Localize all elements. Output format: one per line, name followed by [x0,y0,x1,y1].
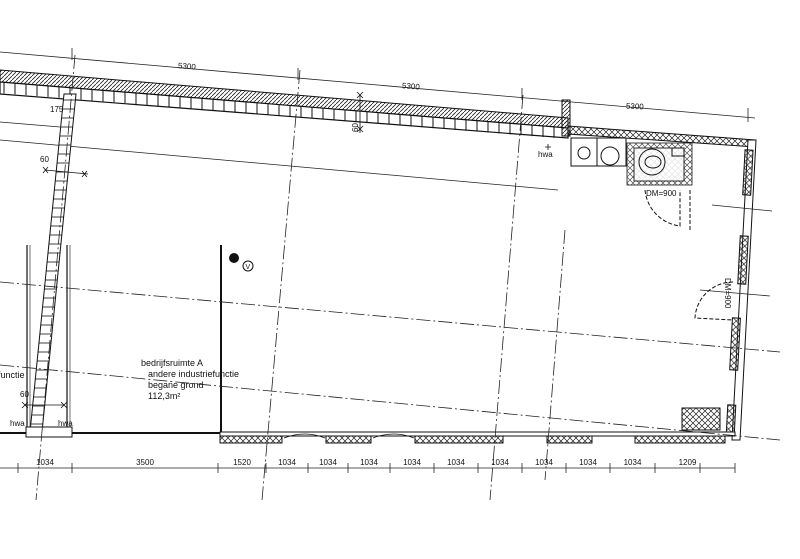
hwa-label: hwa [538,150,553,159]
top-wall [0,69,756,148]
grid-lines [0,54,781,501]
boiler-icon [577,146,591,160]
right-grid-ticks [699,204,773,297]
dim-60-top: 60 [351,123,360,132]
bottom-dim-label: 1034 [447,458,465,467]
bottom-dim-label: 1034 [535,458,553,467]
valve-icon [229,253,254,272]
beam-line [0,139,559,191]
bottom-dimension-line [0,463,736,473]
room-area: 112,3m² [148,391,180,401]
partial-room-label: functie [0,370,25,380]
dim-60-left: 60 [40,155,49,164]
bottom-wall [0,426,736,444]
top-dim-3: 5300 [626,101,645,111]
door-swing-1 [644,189,681,227]
dim-60-bottom: 60 [20,390,29,399]
dim-175: 175 [50,105,64,114]
door-dim-label: DM=900 [646,189,677,198]
meter-cabinet [681,407,721,431]
bottom-dim-label: 1034 [278,458,296,467]
beam-line-left [0,121,61,128]
dimension-marks [21,91,551,409]
bottom-dimension-labels: 1034 3500 1520 1034 1034 1034 1034 1034 1034 1034… [36,458,697,467]
washbasin-icon [600,146,620,166]
toilet-icon [638,148,666,176]
room-floor: begane grond [148,380,204,390]
top-wall-ticks [3,82,555,138]
top-dimension-line [0,48,756,122]
bottom-dim-label: 1034 [360,458,378,467]
bottom-dim-label: 3500 [136,458,154,467]
room-label: bedrijfsruimte A andere industriefunctie… [141,358,239,401]
door-swing-2 [694,281,734,321]
bottom-dim-label: 1034 [491,458,509,467]
bottom-dim-label: 1034 [36,458,54,467]
room-name: bedrijfsruimte A [141,358,203,368]
bottom-dim-label: 1209 [679,458,697,467]
right-wall [725,139,757,441]
top-dim-1: 5300 [178,61,197,72]
room-function: andere industriefunctie [148,369,239,379]
top-dim-2: 5300 [402,81,421,92]
bottom-dim-label: 1034 [319,458,337,467]
bottom-dim-label: 1520 [233,458,251,467]
door-dim-label: DM=900 [723,278,732,309]
toilet-block [570,137,734,321]
top-dimension-labels: 5300 5300 5300 [178,61,645,111]
hwa-label: hwa [58,419,73,428]
sink-icon [671,147,685,157]
bottom-dim-label: 1034 [579,458,597,467]
bottom-dim-label: 1034 [624,458,642,467]
bottom-dim-label: 1034 [403,458,421,467]
hwa-label: hwa [10,419,25,428]
valve-label: V [246,264,251,271]
